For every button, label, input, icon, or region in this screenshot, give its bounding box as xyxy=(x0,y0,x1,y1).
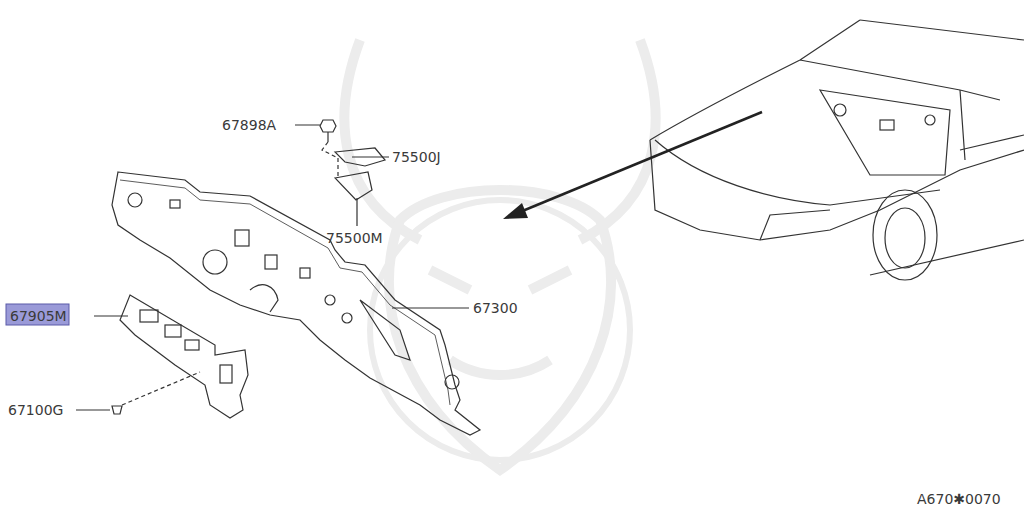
part-number: 67100G xyxy=(8,401,63,419)
part-number: 75500J xyxy=(392,148,441,166)
highlight-box xyxy=(6,304,69,325)
watermark-logo xyxy=(344,40,655,470)
part-number: 67898A xyxy=(222,116,276,134)
insulator xyxy=(120,295,248,418)
part-number: 67300 xyxy=(473,299,518,317)
car-outline xyxy=(650,20,1024,280)
clip xyxy=(112,406,122,414)
dash-panel xyxy=(112,172,480,435)
bolt xyxy=(320,120,336,132)
bracket xyxy=(335,172,372,200)
part-number: 75500M xyxy=(326,229,383,247)
figure-code: A670✱0070 xyxy=(917,490,1001,508)
part-number: 67905M xyxy=(10,307,67,325)
